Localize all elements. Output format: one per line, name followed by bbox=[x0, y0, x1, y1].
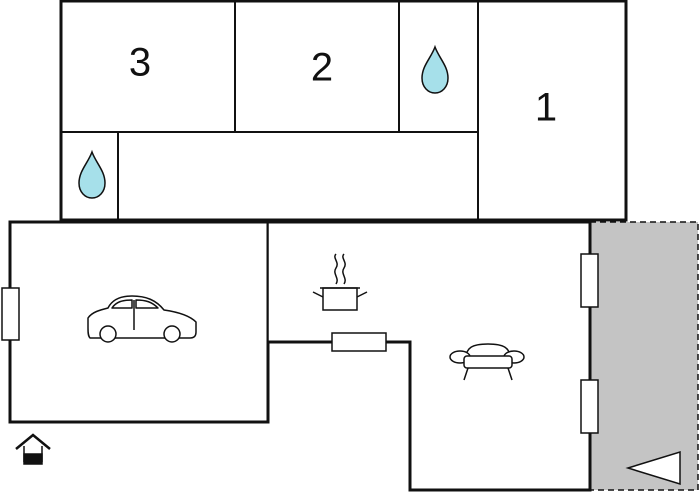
room-label-1: 1 bbox=[535, 86, 557, 130]
entrance-house-icon bbox=[15, 433, 51, 465]
cooking-pot-icon bbox=[312, 253, 368, 311]
living-area-wall bbox=[268, 220, 592, 492]
upper-block-wall bbox=[59, 0, 628, 222]
terrace-area bbox=[589, 221, 699, 491]
window-living-right-bottom bbox=[580, 379, 599, 434]
room-label-2: 2 bbox=[311, 46, 333, 90]
terrace-triangle-icon bbox=[625, 450, 681, 486]
window-kitchen-bottom bbox=[331, 332, 387, 352]
window-living-right-top bbox=[580, 253, 599, 308]
car-icon bbox=[87, 295, 197, 343]
armchair-icon bbox=[449, 343, 525, 381]
window-garage-left bbox=[1, 287, 20, 341]
toilet-drop-icon bbox=[78, 149, 106, 199]
bathroom-drop-icon bbox=[421, 44, 449, 94]
room-label-3: 3 bbox=[129, 41, 151, 85]
